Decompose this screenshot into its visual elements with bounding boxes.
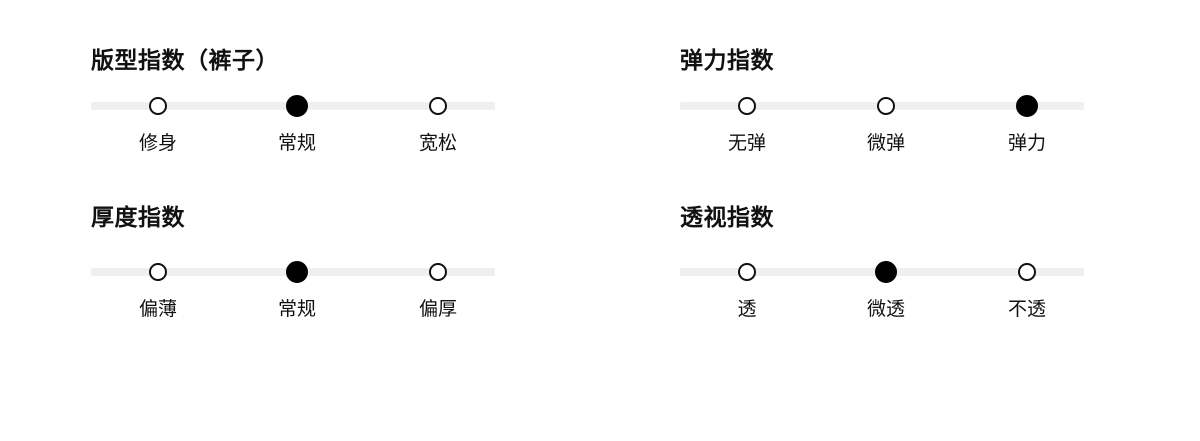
- transparency-index-section: 透视指数 透 微透 不透: [680, 201, 1084, 331]
- option-label: 宽松: [418, 132, 458, 154]
- option-dot[interactable]: [738, 97, 756, 115]
- option-dot-selected[interactable]: [286, 261, 308, 283]
- option-dot-selected[interactable]: [286, 95, 308, 117]
- option-dot[interactable]: [1018, 263, 1036, 281]
- elasticity-index-section: 弹力指数 无弹 微弹 弹力: [680, 44, 1084, 174]
- option-label: 修身: [138, 132, 178, 154]
- option-dot[interactable]: [877, 97, 895, 115]
- option-label: 不透: [1007, 298, 1047, 320]
- fit-index-section: 版型指数（裤子） 修身 常规 宽松: [91, 44, 495, 174]
- option-label: 弹力: [1007, 132, 1047, 154]
- thickness-index-section: 厚度指数 偏薄 常规 偏厚: [91, 201, 495, 331]
- option-dot[interactable]: [429, 263, 447, 281]
- option-label: 常规: [277, 298, 317, 320]
- option-dot[interactable]: [738, 263, 756, 281]
- option-label: 微弹: [866, 132, 906, 154]
- section-title: 厚度指数: [91, 205, 185, 231]
- option-label: 微透: [866, 298, 906, 320]
- section-title: 版型指数（裤子）: [91, 48, 279, 74]
- section-title: 透视指数: [680, 205, 774, 231]
- section-title: 弹力指数: [680, 48, 774, 74]
- option-dot-selected[interactable]: [875, 261, 897, 283]
- option-label: 常规: [277, 132, 317, 154]
- option-label: 偏厚: [418, 298, 458, 320]
- option-dot-selected[interactable]: [1016, 95, 1038, 117]
- option-dot[interactable]: [149, 97, 167, 115]
- option-dot[interactable]: [149, 263, 167, 281]
- option-label: 偏薄: [138, 298, 178, 320]
- option-label: 透: [737, 298, 757, 320]
- option-dot[interactable]: [429, 97, 447, 115]
- option-label: 无弹: [727, 132, 767, 154]
